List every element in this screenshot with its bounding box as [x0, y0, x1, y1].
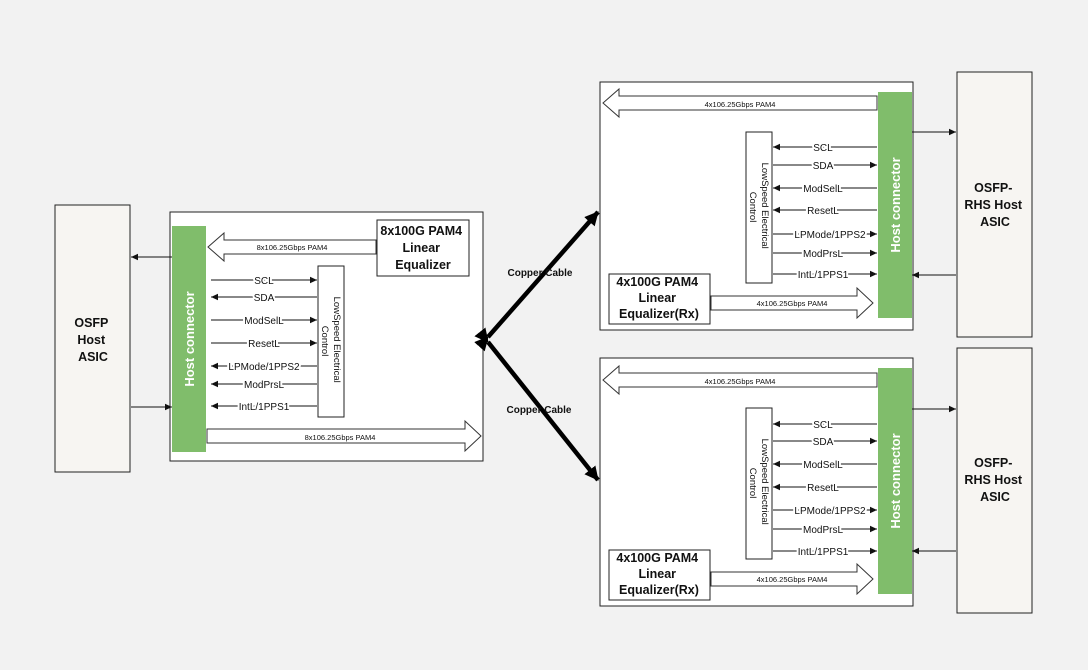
copper-cable-top-label: Copper Cable [507, 268, 572, 279]
right-top-asic-label: OSFP- RHS Host ASIC [964, 181, 1025, 229]
left-equalizer-box [376, 219, 470, 277]
right-bottom-lower-fat-arrow [710, 562, 874, 596]
copper-cable-bottom-label: Copper Cable [506, 405, 571, 416]
right-top-upper-bus-label: 4x106.25Gbps PAM4 [705, 100, 776, 109]
right-top-host-connector-label: Host connector [888, 157, 903, 252]
right-top-lowspeed-label: LowSpeed Electrical Control [747, 163, 770, 252]
left-signal-sda: SDA [254, 293, 275, 304]
right-bottom-signal-resetl: ResetL [807, 483, 839, 494]
left-signal-resetl: ResetL [248, 339, 280, 350]
left-module: OSFP Host ASIC Host connector 8x100G PAM… [54, 204, 484, 473]
right-top-module: OSFP- RHS Host ASIC Host connector 4x106… [599, 71, 1033, 338]
right-top-signal-scl: SCL [813, 143, 833, 154]
right-top-signal-intl: IntL/1PPS1 [798, 270, 849, 281]
left-tx-bus-label: 8x106.25Gbps PAM4 [305, 433, 376, 442]
right-bottom-lowspeed-box [745, 407, 773, 560]
left-host-connector-label: Host connector [182, 291, 197, 386]
right-bottom-signal-lpmode: LPMode/1PPS2 [794, 506, 866, 517]
right-bottom-signals: SCL SDA ModSelL ResetL LPMode/1PPS2 ModP… [773, 418, 877, 560]
left-host-connector [172, 226, 206, 452]
left-signal-modprsl: ModPrsL [244, 380, 284, 391]
left-asic-box [54, 204, 131, 473]
right-bottom-host-connector [878, 368, 912, 594]
right-top-signal-resetl: ResetL [807, 206, 839, 217]
left-signal-modsell: ModSelL [244, 316, 284, 327]
right-top-lowspeed-box [745, 131, 773, 284]
right-bottom-equalizer-box [608, 549, 711, 601]
left-signals: SCL SDA ModSelL ResetL LPMode/1PPS2 ModP… [211, 274, 317, 415]
right-bottom-upper-bus-label: 4x106.25Gbps PAM4 [705, 377, 776, 386]
right-top-equalizer-label: 4x100G PAM4 Linear Equalizer(Rx) [616, 275, 701, 321]
left-signal-intl: IntL/1PPS1 [239, 402, 290, 413]
right-top-asic-box [956, 71, 1033, 338]
right-top-signal-sda: SDA [813, 161, 834, 172]
right-top-signals: SCL SDA ModSelL ResetL LPMode/1PPS2 ModP… [773, 141, 877, 283]
left-rx-bus-label: 8x106.25Gbps PAM4 [257, 243, 328, 252]
right-bottom-host-connector-label: Host connector [888, 433, 903, 528]
left-tx-fat-arrow [206, 419, 482, 453]
right-bottom-signal-scl: SCL [813, 420, 833, 431]
right-top-lower-fat-arrow [710, 286, 874, 320]
right-bottom-signal-modprsl: ModPrsL [803, 525, 843, 536]
right-bottom-signal-modsell: ModSelL [803, 460, 843, 471]
right-bottom-signal-sda: SDA [813, 437, 834, 448]
right-bottom-lower-bus-label: 4x106.25Gbps PAM4 [757, 575, 828, 584]
right-top-lower-bus-label: 4x106.25Gbps PAM4 [757, 299, 828, 308]
left-signal-scl: SCL [254, 276, 274, 287]
right-top-signal-lpmode: LPMode/1PPS2 [794, 230, 866, 241]
right-top-host-connector [878, 92, 912, 318]
left-signal-lpmode: LPMode/1PPS2 [228, 362, 300, 373]
right-bottom-signal-intl: IntL/1PPS1 [798, 547, 849, 558]
right-top-equalizer-box [608, 273, 711, 325]
left-lowspeed-label: LowSpeed Electrical Control [319, 297, 342, 386]
left-asic-label: OSFP Host ASIC [74, 316, 111, 364]
copper-cable-top [474, 210, 600, 352]
right-bottom-equalizer-label: 4x100G PAM4 Linear Equalizer(Rx) [616, 551, 701, 597]
right-bottom-lowspeed-label: LowSpeed Electrical Control [747, 439, 770, 528]
right-top-signal-modsell: ModSelL [803, 184, 843, 195]
right-bottom-asic-box [956, 347, 1033, 614]
copper-cable-bottom [474, 327, 600, 482]
left-equalizer-label: 8x100G PAM4 Linear Equalizer [380, 224, 465, 272]
right-bottom-upper-fat-arrow [602, 364, 878, 396]
left-rx-fat-arrow [207, 231, 377, 263]
right-top-upper-fat-arrow [602, 87, 878, 119]
right-bottom-asic-label: OSFP- RHS Host ASIC [964, 456, 1025, 504]
right-bottom-module: OSFP- RHS Host ASIC Host connector 4x106… [599, 347, 1033, 614]
left-lowspeed-box [317, 265, 345, 418]
copper-cables: Copper Cable Copper Cable [474, 210, 600, 482]
right-top-signal-modprsl: ModPrsL [803, 249, 843, 260]
